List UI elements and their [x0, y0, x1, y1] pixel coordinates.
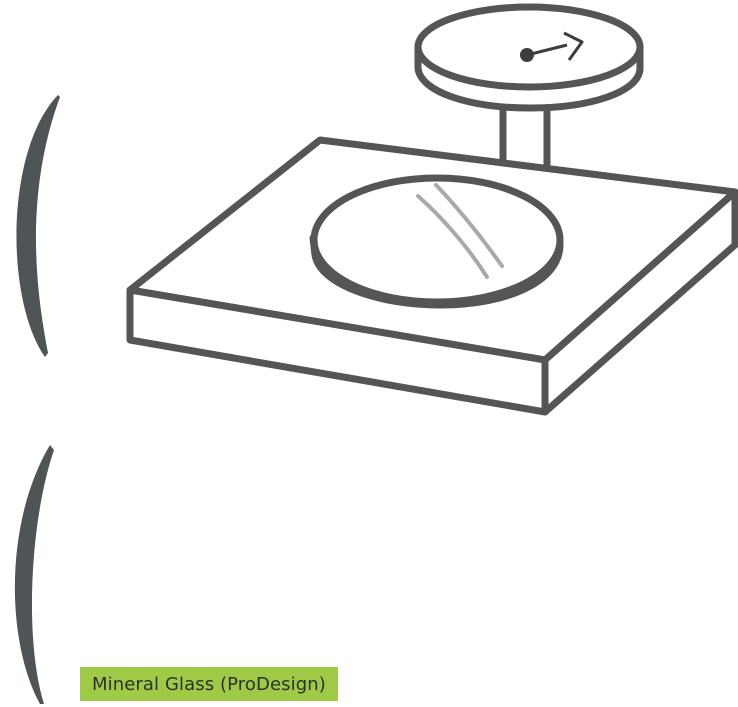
lens-profile-top-icon — [16, 95, 60, 357]
lens-profile-bottom-icon — [14, 445, 54, 704]
dial-indicator-icon — [520, 31, 584, 62]
material-label: Mineral Glass (ProDesign) — [80, 667, 338, 701]
dial-top — [414, 3, 644, 91]
base-side — [541, 188, 738, 416]
scratch-tester-icon — [126, 3, 738, 416]
sample-top — [310, 174, 564, 306]
scratch-marks-icon — [416, 183, 504, 279]
